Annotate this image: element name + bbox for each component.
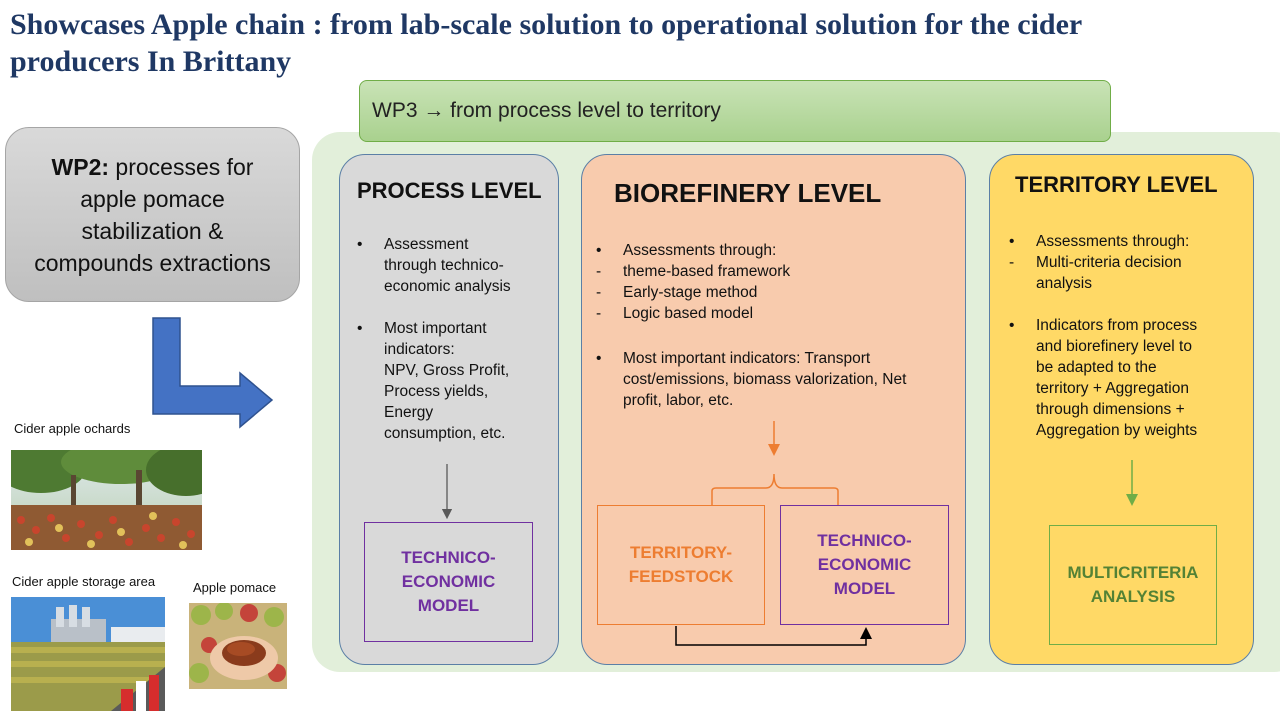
bullet-icon: • — [357, 236, 363, 253]
territory-feedstock-box: TERRITORY- FEEDSTOCK — [597, 505, 765, 625]
biorefinery-level-panel — [581, 154, 966, 665]
multicriteria-analysis-box: MULTICRITERIA ANALYSIS — [1049, 525, 1217, 645]
process-level-title: PROCESS LEVEL — [357, 178, 542, 203]
process-level-panel — [339, 154, 559, 665]
pomace-caption: Apple pomace — [193, 580, 277, 595]
bullet-icon: • — [1009, 233, 1015, 250]
bullet-icon: • — [357, 320, 363, 337]
territory-level-title: TERRITORY LEVEL — [1015, 172, 1218, 197]
process-technico-economic-model: TECHNICO- ECONOMIC MODEL — [364, 522, 533, 642]
territory-level-text: •Assessments through: -Multi-criteria de… — [1009, 233, 1198, 439]
title-line-2: producers In Brittany — [10, 45, 292, 78]
title-line-1: Showcases Apple chain : from lab-scale s… — [10, 8, 1083, 41]
pomace-photo — [189, 603, 287, 689]
wp2-text-2: apple pomace — [80, 186, 225, 212]
biorefinery-technico-economic-model: TECHNICO- ECONOMIC MODEL — [780, 505, 949, 625]
wp2-text-3: stabilization & — [81, 218, 224, 244]
wp2-text-1: processes for — [109, 154, 254, 180]
wp3-header: WP3 → from process level to territory — [359, 80, 1111, 142]
bullet-icon: • — [1009, 317, 1015, 334]
bent-arrow-icon — [152, 317, 274, 429]
storage-caption: Cider apple storage area — [12, 574, 156, 589]
orchards-caption: Cider apple ochards — [14, 421, 131, 436]
storage-photo — [11, 597, 165, 711]
biorefinery-level-text: •Assessments through: -theme-based frame… — [596, 242, 907, 409]
wp2-box: WP2: processes for apple pomace stabiliz… — [5, 127, 300, 302]
bullet-icon: • — [596, 242, 602, 259]
wp2-text-4: compounds extractions — [34, 250, 271, 276]
page-title: Showcases Apple chain : from lab-scale s… — [10, 6, 1275, 80]
wp3-label: WP3 → from process level to territory — [372, 99, 721, 122]
bullet-icon: • — [596, 350, 602, 367]
process-level-text: •Assessment through technico- economic a… — [357, 236, 511, 442]
wp2-label: WP2: — [51, 154, 110, 180]
biorefinery-level-title: BIOREFINERY LEVEL — [614, 178, 882, 208]
orchards-photo — [11, 450, 202, 550]
territory-level-panel — [989, 154, 1254, 665]
